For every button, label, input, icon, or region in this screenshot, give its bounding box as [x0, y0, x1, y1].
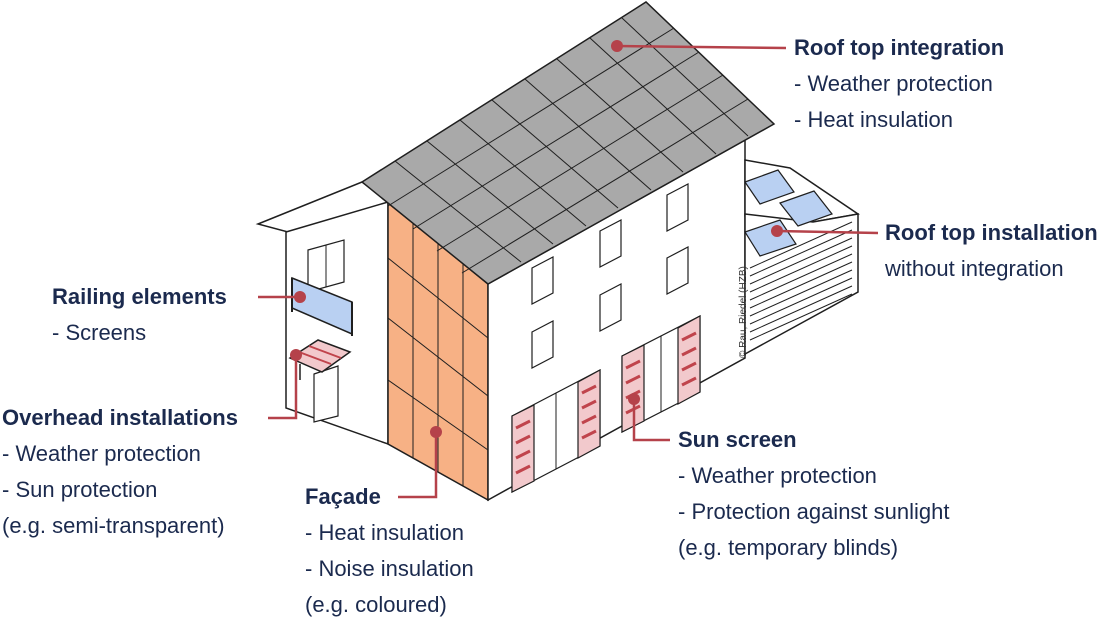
callout-facade: Façade - Heat insulation - Noise insulat…: [305, 479, 474, 623]
callout-markers: [290, 40, 783, 438]
callout-line: without integration: [885, 256, 1064, 281]
leader-facade: [398, 432, 438, 499]
callout-title: Overhead installations: [2, 405, 238, 430]
callout-line: - Weather protection: [678, 463, 877, 488]
callout-line: - Sun protection: [2, 477, 158, 502]
leader-lines: [258, 44, 879, 499]
callout-title: Roof top installation: [885, 220, 1098, 245]
callout-roof-integration: Roof top integration - Weather protectio…: [794, 30, 1004, 138]
marker-roof-installation: [771, 225, 783, 237]
callout-line: - Noise insulation: [305, 556, 474, 581]
callout-title: Façade: [305, 484, 381, 509]
callout-line: (e.g. semi-transparent): [2, 513, 225, 538]
callout-sun-screen: Sun screen - Weather protection - Protec…: [678, 422, 950, 566]
callout-line: - Protection against sunlight: [678, 499, 950, 524]
sun-screen-shutters: [511, 314, 701, 493]
callout-overhead: Overhead installations - Weather protect…: [2, 400, 238, 544]
leader-sun-screen: [632, 399, 670, 442]
callout-line: - Heat insulation: [305, 520, 464, 545]
garage-pv-modules: [744, 169, 833, 257]
marker-railing: [294, 291, 306, 303]
marker-facade: [430, 426, 442, 438]
callout-line: (e.g. temporary blinds): [678, 535, 899, 560]
overhead-canopy: [288, 339, 352, 380]
marker-overhead: [290, 349, 302, 361]
callout-line: - Weather protection: [794, 71, 993, 96]
main-roof: [360, 1, 776, 285]
leader-roof-installation: [776, 229, 879, 235]
callout-railing: Railing elements - Screens: [52, 279, 227, 351]
marker-roof-integration: [611, 40, 623, 52]
callout-roof-installation: Roof top installation without integratio…: [885, 215, 1098, 287]
image-credit: © Rau, Riedel (HZB): [738, 266, 749, 358]
leader-roof-integration: [616, 44, 787, 50]
callout-title: Roof top integration: [794, 35, 1005, 60]
callout-title: Sun screen: [678, 427, 797, 452]
leader-overhead: [268, 355, 298, 420]
callout-line: - Screens: [52, 320, 147, 345]
marker-sun-screen: [628, 393, 640, 405]
callout-title: Railing elements: [52, 284, 227, 309]
callout-line: - Weather protection: [2, 441, 201, 466]
callout-line: (e.g. coloured): [305, 592, 447, 617]
callout-line: - Heat insulation: [794, 107, 953, 132]
